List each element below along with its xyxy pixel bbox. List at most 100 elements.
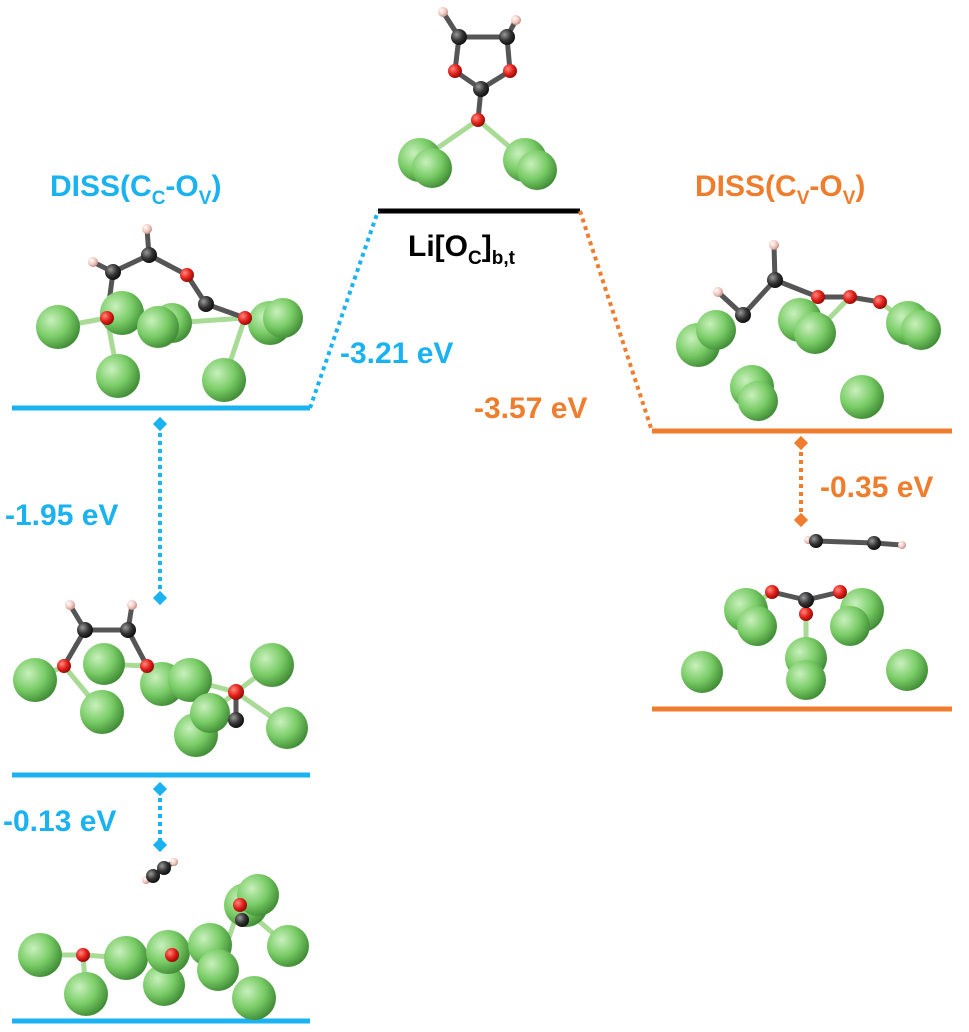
c-atom [451, 29, 467, 45]
li-atom [901, 310, 941, 350]
h-atom [438, 7, 448, 17]
o-atom [57, 659, 71, 673]
left-connector [308, 210, 380, 409]
li-atom [36, 305, 80, 349]
structure-center [398, 7, 557, 190]
right-arrow-1 [793, 435, 809, 528]
left-diff-1-energy: -1.95 eV [5, 499, 118, 532]
c-atom [105, 264, 121, 280]
labels: DISS(CC-OV) DISS(CV-OV) Li[OC]b,t -3.21 … [3, 170, 933, 838]
li-atom [190, 693, 230, 733]
li-atom [232, 976, 276, 1020]
li-atom [13, 658, 57, 702]
li-atom [104, 936, 148, 980]
h-atom [898, 541, 906, 549]
o-atom [471, 113, 485, 127]
li-atom [786, 660, 826, 700]
o-atom [503, 64, 517, 78]
li-atom [681, 651, 723, 693]
li-atom [100, 291, 144, 335]
structure-left-3 [18, 858, 309, 1020]
left-diff-2-energy: -0.13 eV [3, 805, 116, 838]
li-atom [267, 925, 309, 967]
li-atom [696, 310, 736, 350]
o-atom [833, 585, 847, 599]
h-atom [511, 15, 521, 25]
structure-left-2 [13, 600, 308, 757]
o-atom [843, 290, 857, 304]
o-atom [140, 659, 154, 673]
energy-levels [12, 208, 952, 1024]
c-atom [767, 272, 783, 288]
o-atom [76, 948, 90, 962]
o-atom [180, 268, 194, 282]
li-atom [83, 643, 125, 685]
li-atom [412, 148, 452, 188]
o-atom [765, 585, 779, 599]
c-atom [235, 913, 249, 927]
right-diff-1-energy: -0.35 eV [820, 471, 933, 504]
right-step-energy: -3.57 eV [474, 392, 587, 425]
li-atom [737, 606, 777, 646]
c-atom [146, 869, 160, 883]
c-atom [228, 712, 244, 728]
structure-right-2 [681, 534, 928, 700]
o-atom [238, 311, 252, 325]
li-atom [250, 643, 294, 687]
o-atom [811, 290, 825, 304]
h-atom [769, 240, 779, 250]
structure-right-1 [676, 240, 941, 421]
c-atom [798, 592, 814, 608]
c-atom [867, 536, 881, 550]
li-atom [263, 298, 303, 338]
c-atom [157, 861, 171, 875]
li-atom [96, 354, 140, 398]
li-atom [517, 150, 557, 190]
li-atom [830, 606, 870, 646]
li-atom [886, 649, 928, 691]
li-atom [64, 972, 108, 1016]
c-atom [198, 296, 214, 312]
bond [813, 538, 877, 546]
left-step-energy: -3.21 eV [340, 337, 453, 370]
c-atom [141, 247, 157, 263]
c-atom [77, 622, 93, 638]
o-atom [233, 898, 247, 912]
li-atom [794, 312, 836, 354]
right-connector [578, 210, 654, 432]
li-atom [137, 306, 179, 348]
li-atom [237, 874, 279, 916]
left-arrow-2 [152, 781, 168, 853]
o-atom [873, 295, 887, 309]
h-atom [127, 600, 137, 610]
li-atom [18, 933, 62, 977]
o-atom [100, 311, 114, 325]
c-atom [473, 81, 489, 97]
li-atom [80, 690, 124, 734]
o-atom [165, 948, 179, 962]
o-atom [799, 607, 813, 621]
li-atom [143, 964, 185, 1006]
h-atom [88, 257, 98, 267]
left-title: DISS(CC-OV) [50, 170, 221, 209]
left-arrow-1 [152, 416, 168, 606]
li-atom [738, 381, 778, 421]
li-atom [266, 707, 308, 749]
right-title: DISS(CV-OV) [695, 170, 865, 209]
h-atom [65, 600, 75, 610]
c-atom [120, 622, 136, 638]
molecular-structures [13, 7, 941, 1020]
structure-left-1 [36, 224, 303, 402]
center-state-label: Li[OC]b,t [408, 230, 516, 269]
h-atom [713, 287, 723, 297]
o-atom [448, 64, 462, 78]
h-atom [170, 858, 178, 866]
c-atom [809, 534, 823, 548]
c-atom [735, 307, 751, 323]
c-atom [499, 29, 515, 45]
li-atom [168, 658, 212, 702]
li-atom [197, 949, 239, 991]
h-atom [142, 224, 152, 234]
li-atom [202, 358, 246, 402]
